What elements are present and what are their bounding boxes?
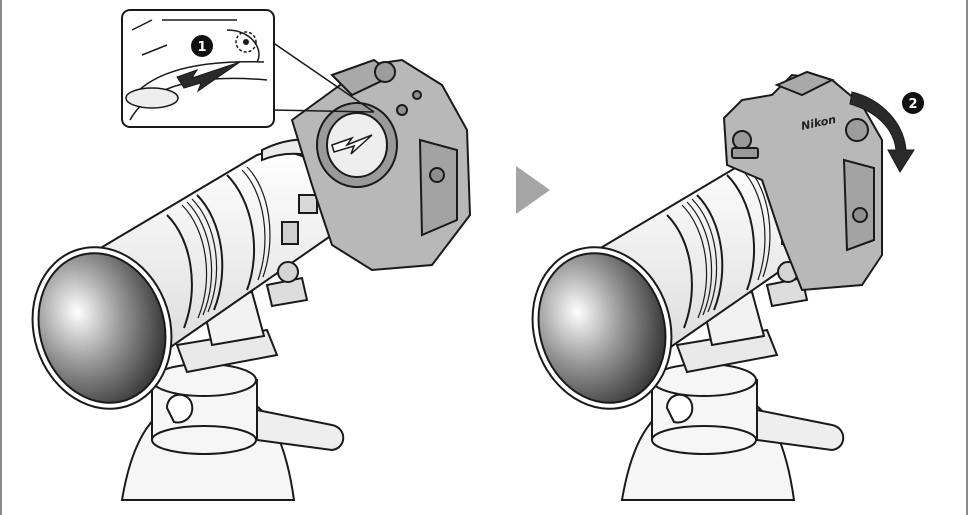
step-number-1: 1 xyxy=(197,40,206,55)
tripod-right xyxy=(620,363,845,501)
panel-left-attach: 1 xyxy=(31,9,472,501)
camera-body-right xyxy=(722,70,883,292)
insert-arrow-icon xyxy=(331,134,373,155)
alignment-arrow-icon xyxy=(176,61,241,93)
step-badge-1 xyxy=(191,35,213,57)
play-triangle-icon xyxy=(516,166,550,214)
panel-right-rotate: Nikon 2 xyxy=(531,70,924,501)
detail-callout: 1 xyxy=(121,9,375,128)
step-badge-2 xyxy=(902,92,924,114)
lens-foot-left xyxy=(175,276,309,374)
curved-rotate-arrow-icon xyxy=(849,91,915,173)
front-lens-right xyxy=(531,246,673,410)
tripod-left xyxy=(120,363,345,501)
step-number-2: 2 xyxy=(908,97,917,112)
front-lens-left xyxy=(31,246,173,410)
